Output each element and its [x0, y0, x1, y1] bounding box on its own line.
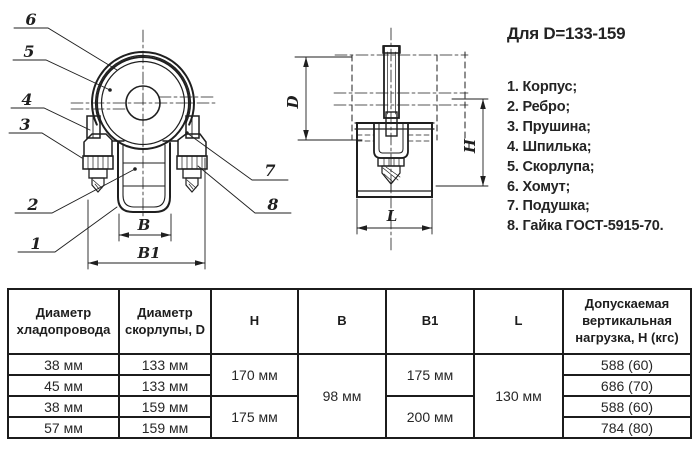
callout-8: 8 — [266, 195, 278, 214]
dimensions-table: Диаметр хладопровода Диаметр скорлупы, D… — [7, 288, 692, 439]
cell-B: 98 мм — [297, 353, 387, 439]
cell-shell-d: 159 мм — [118, 395, 212, 418]
callout-4: 4 — [21, 90, 32, 109]
callout-1: 1 — [30, 234, 41, 253]
suspension-stud — [382, 45, 401, 119]
header-B1: В1 — [385, 288, 475, 355]
callout-3: 3 — [19, 115, 30, 134]
size-note: Для D=133-159 — [507, 24, 626, 43]
cell-pipe-d: 45 мм — [7, 374, 120, 397]
pipe-hole-circle — [125, 85, 161, 121]
dim-label-D: D — [284, 95, 302, 109]
callout-7: 7 — [264, 161, 275, 180]
technical-drawing: В В1 — [8, 10, 692, 270]
cell-B1: 175 мм — [385, 353, 475, 397]
parts-item-3: 3. Прушина; — [507, 118, 591, 135]
table-header-row: Диаметр хладопровода Диаметр скорлупы, D… — [7, 288, 692, 355]
header-shell-diameter: Диаметр скорлупы, D — [118, 288, 212, 355]
shell-hidden-outline — [351, 51, 466, 141]
cell-H: 170 мм — [210, 353, 299, 397]
dimension-L: L — [356, 198, 433, 235]
front-view-drawing: В В1 — [8, 10, 292, 270]
dim-label-H: Н — [461, 138, 479, 154]
callout-5: 5 — [23, 42, 34, 61]
cell-shell-d: 159 мм — [118, 416, 212, 439]
clamp-band — [86, 51, 200, 139]
dimension-B1: В1 — [87, 157, 206, 270]
body-box — [354, 122, 435, 198]
cell-pipe-d: 38 мм — [7, 395, 120, 418]
cell-load: 686 (70) — [562, 374, 692, 397]
dim-label-L: L — [386, 207, 398, 225]
body-bracket — [111, 140, 179, 213]
header-H: Н — [210, 288, 299, 355]
annotation-block: Для D=133-159 1. Корпус; 2. Ребро; 3. Пр… — [507, 24, 692, 237]
side-view-drawing: D Н L — [284, 27, 489, 253]
cell-load: 588 (60) — [562, 395, 692, 418]
header-L: L — [473, 288, 564, 355]
parts-item-8: 8. Гайка ГОСТ-5915-70. — [507, 218, 664, 235]
table-row: 57 мм 159 мм 784 (80) — [7, 416, 692, 439]
dimension-H: Н — [435, 98, 489, 187]
cell-shell-d: 133 мм — [118, 353, 212, 376]
callout-6: 6 — [25, 10, 36, 29]
parts-item-7: 7. Подушка; — [507, 198, 590, 215]
header-load: Допускаемая вертикальная нагрузка, Н (кг… — [562, 288, 692, 355]
table-row: 45 мм 133 мм 686 (70) — [7, 374, 692, 397]
parts-item-6: 6. Хомут; — [507, 178, 571, 195]
callout-leaders — [8, 27, 292, 253]
cell-H: 175 мм — [210, 395, 299, 439]
u-bolt-assembly — [373, 111, 409, 191]
cell-L: 130 мм — [473, 353, 564, 439]
parts-list: 1. Корпус; 2. Ребро; 3. Прушина; 4. Шпил… — [507, 78, 692, 237]
side-center-lines — [333, 27, 469, 253]
cell-pipe-d: 38 мм — [7, 353, 120, 376]
parts-item-2: 2. Ребро; — [507, 98, 571, 115]
dim-label-B: В — [137, 216, 151, 234]
table-row: 38 мм 133 мм 170 мм 98 мм 175 мм 130 мм … — [7, 353, 692, 439]
parts-item-5: 5. Скорлупа; — [507, 158, 595, 175]
header-B: В — [297, 288, 387, 355]
shell-inner-circle — [100, 60, 186, 146]
callout-numbers: 6 5 4 3 2 1 7 8 — [19, 10, 278, 253]
table-row: 38 мм 159 мм 175 мм 200 мм 588 (60) — [7, 395, 692, 439]
dimension-D: D — [284, 56, 363, 141]
cell-load: 784 (80) — [562, 416, 692, 439]
cell-load: 588 (60) — [562, 353, 692, 376]
parts-item-1: 1. Корпус; — [507, 79, 578, 95]
dim-label-B1: В1 — [136, 244, 160, 262]
dimension-B: В — [118, 213, 172, 242]
shell-outer-circle — [96, 56, 190, 150]
cell-shell-d: 133 мм — [118, 374, 212, 397]
clamp-drawing-svg: В В1 — [8, 10, 489, 270]
cell-B1: 200 мм — [385, 395, 475, 439]
cell-pipe-d: 57 мм — [7, 416, 120, 439]
parts-item-4: 4. Шпилька; — [507, 138, 592, 155]
callout-2: 2 — [26, 195, 38, 214]
header-pipe-diameter: Диаметр хладопровода — [7, 288, 120, 355]
bolt-assembly-right — [176, 133, 208, 193]
